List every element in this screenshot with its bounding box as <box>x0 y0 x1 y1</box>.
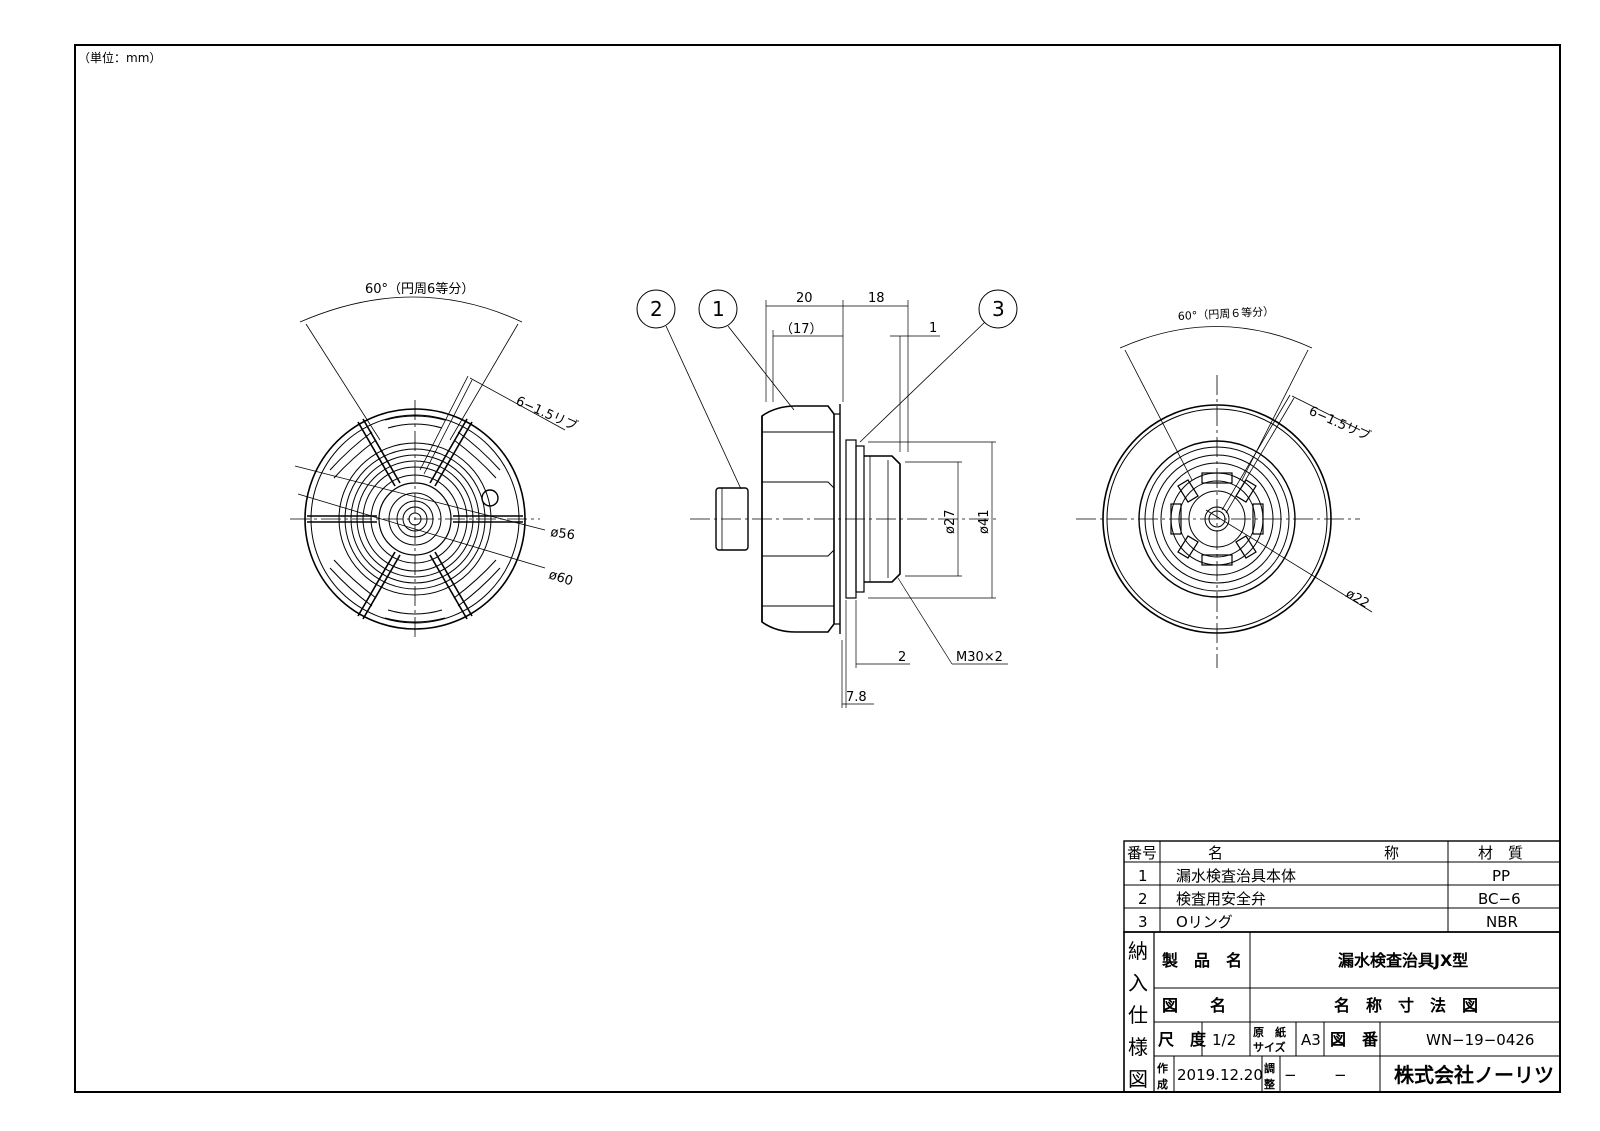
side-dim-1: 1 <box>929 321 937 336</box>
right-rib-label: 6−1.5リブ <box>1306 403 1373 444</box>
tb-adjust-value-a: − <box>1284 1066 1297 1084</box>
left-front-view <box>290 296 566 640</box>
side-dim-18: 18 <box>868 291 885 306</box>
tb-drawing-label: 図 名 <box>1162 996 1226 1015</box>
tb-vertical-2: 入 <box>1128 971 1148 995</box>
parts-header-name-a: 名 <box>1208 844 1223 862</box>
parts-row-2-material: BC−6 <box>1478 890 1521 908</box>
tb-vertical-3: 仕 <box>1128 1003 1148 1027</box>
tb-number-label: 図 番 <box>1330 1030 1379 1049</box>
parts-table <box>1123 840 1561 933</box>
side-dia-41: ø41 <box>977 510 992 535</box>
side-dim-7-8: 7.8 <box>846 690 867 705</box>
callout-1: 1 <box>712 297 725 321</box>
parts-row-3-no: 3 <box>1138 913 1148 931</box>
tb-paper-label-a: 原 紙 <box>1253 1025 1286 1039</box>
tb-created-value: 2019.12.20 <box>1177 1066 1263 1084</box>
parts-row-3-name: Oリング <box>1176 913 1233 931</box>
tb-scale-label: 尺 度 <box>1158 1030 1207 1049</box>
side-dim-2: 2 <box>898 650 906 665</box>
tb-adjust-label-a: 調 <box>1264 1061 1275 1075</box>
tb-product-value: 漏水検査治具JX型 <box>1338 951 1468 970</box>
tb-drawing-value: 名 称 寸 法 図 <box>1334 996 1478 1015</box>
parts-row-1-no: 1 <box>1138 867 1148 885</box>
parts-header-no: 番号 <box>1127 844 1157 862</box>
tb-scale-value: 1/2 <box>1212 1031 1236 1049</box>
left-dia-60: ø60 <box>547 568 575 590</box>
parts-row-2-no: 2 <box>1138 890 1148 908</box>
tb-company-logo: 株式会社ノーリツ <box>1394 1063 1554 1087</box>
side-thread-label: M30×2 <box>956 650 1003 665</box>
sheet-border <box>74 44 1561 1093</box>
parts-row-1-material: PP <box>1492 867 1510 885</box>
tb-created-label-a: 作 <box>1157 1061 1168 1075</box>
parts-row-3-material: NBR <box>1486 913 1518 931</box>
left-angle-label: 60°（円周6等分） <box>365 281 474 297</box>
tb-created-label-b: 成 <box>1157 1077 1168 1091</box>
unit-note: （単位：mm） <box>78 50 161 65</box>
left-dia-56: ø56 <box>549 525 575 543</box>
parts-row-1-name: 漏水検査治具本体 <box>1176 867 1296 885</box>
side-dim-20: 20 <box>796 291 813 306</box>
tb-product-label: 製 品 名 <box>1161 951 1242 970</box>
tb-vertical-1: 納 <box>1128 939 1148 963</box>
parts-row-2-name: 検査用安全弁 <box>1176 890 1266 908</box>
tb-adjust-label-b: 整 <box>1263 1077 1275 1091</box>
title-block <box>1123 931 1561 1093</box>
right-dia-22: ø22 <box>1343 586 1372 611</box>
callout-3: 3 <box>992 297 1005 321</box>
side-section-view <box>636 289 1018 708</box>
right-angle-label: 60°（円周６等分） <box>1177 304 1274 323</box>
tb-vertical-5: 図 <box>1128 1067 1148 1091</box>
tb-paper-label-b: サイズ <box>1253 1040 1286 1054</box>
tb-adjust-value-b: − <box>1334 1066 1347 1084</box>
parts-header-name-b: 称 <box>1384 844 1399 862</box>
tb-vertical-4: 様 <box>1128 1035 1148 1059</box>
callout-2: 2 <box>650 297 663 321</box>
parts-header-material: 材 質 <box>1478 844 1523 862</box>
tb-number-value: WN−19−0426 <box>1426 1031 1534 1049</box>
tb-paper-value: A3 <box>1301 1031 1321 1049</box>
left-rib-label: 6−1.5リブ <box>513 393 580 434</box>
side-dim-17: （17） <box>780 322 823 337</box>
right-rear-view <box>1076 326 1373 668</box>
side-dia-27: ø27 <box>943 510 958 535</box>
